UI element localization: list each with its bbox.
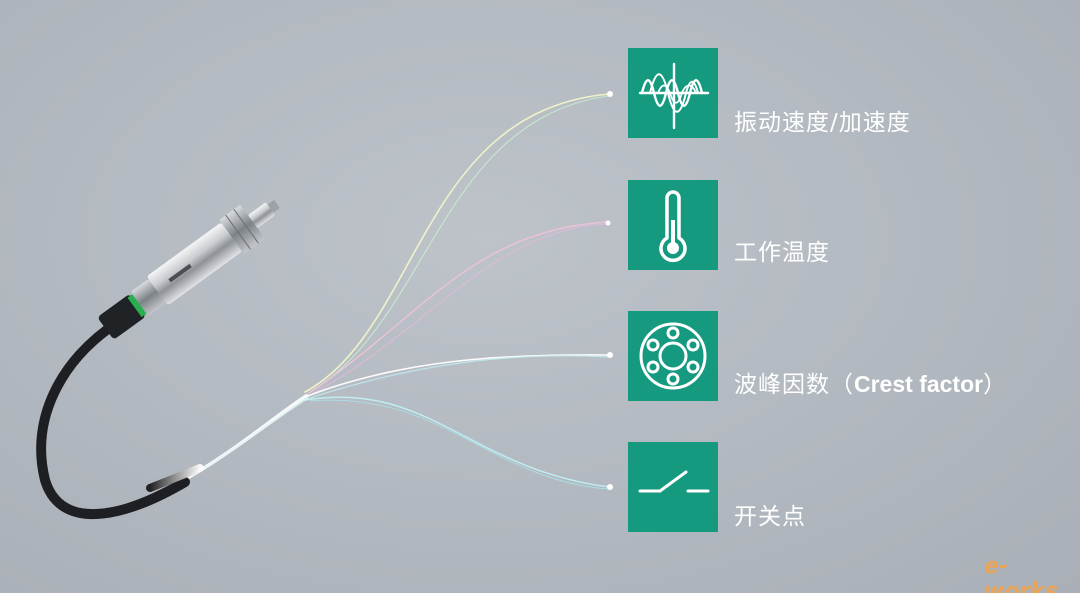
sensor-cable [36,317,190,519]
vibration-sensor [98,200,280,339]
label-crest-factor-cn: 波峰因数（ [734,372,854,398]
bearing-icon [628,311,718,401]
feature-tile-vibration [628,48,718,138]
label-vibration: 振动速度/加速度 [734,110,911,136]
feature-tile-crest-factor [628,311,718,401]
feature-tile-switch-point [628,442,718,532]
feature-tile-temperature [628,180,718,270]
vibration-wave-icon [628,48,718,138]
label-temperature: 工作温度 [734,240,830,266]
label-crest-factor-en: Crest factor [854,371,984,397]
strand-endpoints [605,91,613,490]
label-crest-factor: 波峰因数（Crest factor） [734,369,1007,400]
thermometer-icon [628,180,718,270]
fiber-strands [178,93,611,490]
watermark-logo: e-works [984,554,1059,593]
label-crest-factor-close: ） [983,372,1008,398]
switch-icon [628,442,718,532]
label-switch-point: 开关点 [734,504,806,530]
